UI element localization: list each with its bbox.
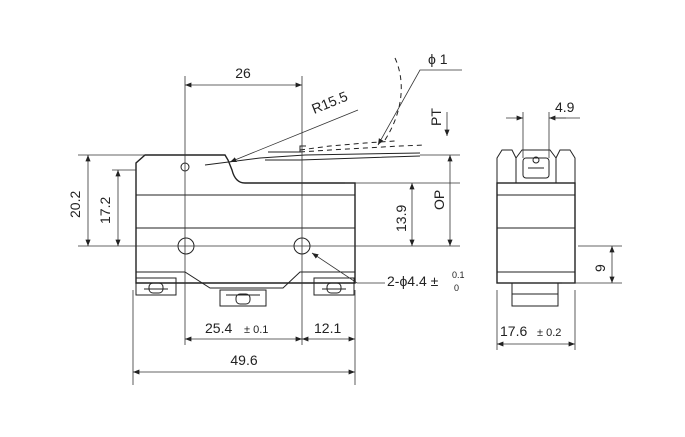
lever-free-dashed [299,144,426,153]
front-view: 26 R15.5 ϕ 1 PT OP 13.9 20.2 17.2 25.4 ±… [67,51,465,385]
dim-terminal-height: 9 [592,264,608,272]
roller-leader [377,69,462,146]
terminal-left [135,277,177,296]
mount-hole-leader [311,252,385,284]
terminal-right [313,277,355,296]
dim-mount-holes-tol-upper: 0.1 [452,270,465,280]
dim-width-tol: ± 0.2 [537,327,561,339]
dim-hole-spacing-tol: ± 0.1 [244,324,268,336]
dim-pt-label: PT [428,108,444,126]
side-plunger [522,157,550,179]
dim-mount-holes-tol-lower: 0 [454,283,459,293]
lever-operated-dashed [299,140,396,151]
side-view: 4.9 9 17.6 ± 0.2 [496,99,622,350]
dim-radius: R15.5 [309,88,350,117]
lever-arm [204,152,421,166]
dim-roller-dia: ϕ 1 [428,51,448,67]
lever-arm-lower [265,155,421,161]
dim-op-height: 13.9 [393,205,409,232]
dim-hole-spacing: 25.4 [205,320,232,336]
lever-hinge [268,145,306,153]
radius-leader [229,109,359,163]
terminal-center [219,289,267,307]
dim-mount-holes: 2-ϕ4.4 ± [387,273,439,289]
dim-pt-width: 4.9 [555,99,575,115]
lever-arc-dashed [384,57,402,141]
switch-body-outline [135,154,356,284]
dim-hole-to-end: 12.1 [314,320,341,336]
dim-width: 17.6 [500,323,527,339]
body-bottom-contour [136,271,355,289]
side-plunger-housing [496,149,576,183]
side-body [496,182,576,284]
dim-lever-offset: 26 [235,65,251,81]
dim-op-label: OP [431,190,447,210]
dim-total-height: 20.2 [67,191,83,218]
dim-body-height: 17.2 [97,197,113,224]
dim-overall-length: 49.6 [230,352,257,368]
